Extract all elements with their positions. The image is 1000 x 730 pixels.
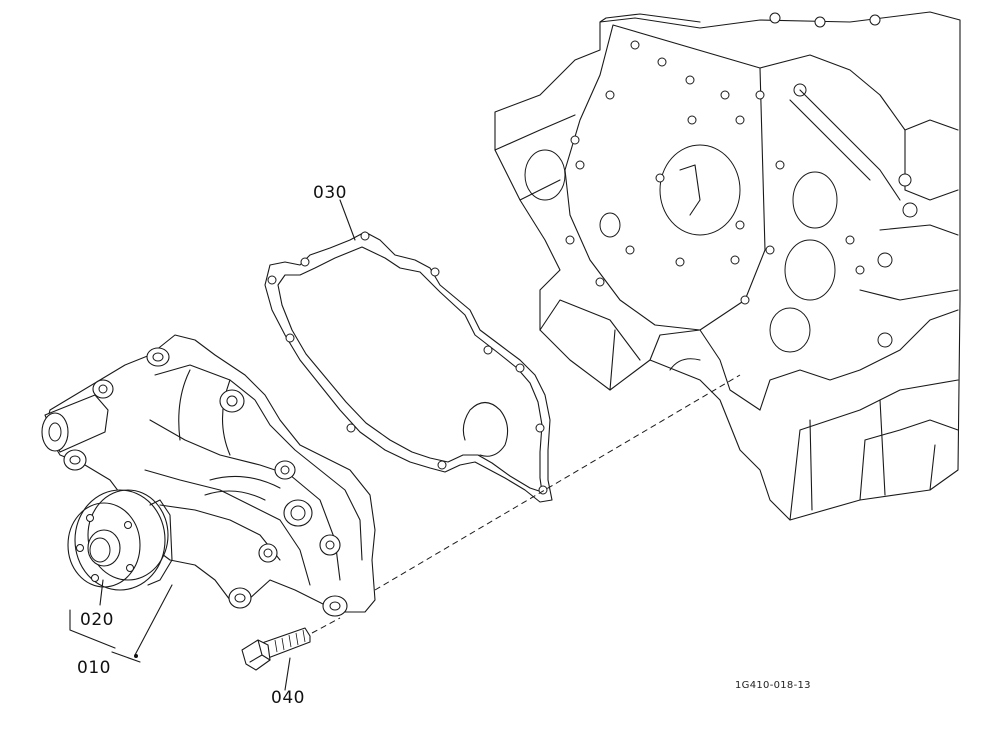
alignment-line-bolt <box>311 617 341 634</box>
figure-code: 1G410-018-13 <box>735 680 811 691</box>
leader-lines <box>69 199 356 691</box>
callout-030: 030 <box>313 183 347 203</box>
callout-040: 040 <box>271 688 305 708</box>
callout-010: 010 <box>77 658 111 678</box>
engine-block <box>494 11 961 521</box>
water-pump-assembly <box>41 334 376 617</box>
alignment-line-pump <box>374 374 741 591</box>
bolt-040 <box>241 627 311 671</box>
callout-020: 020 <box>80 610 114 630</box>
gasket-030 <box>264 231 553 503</box>
